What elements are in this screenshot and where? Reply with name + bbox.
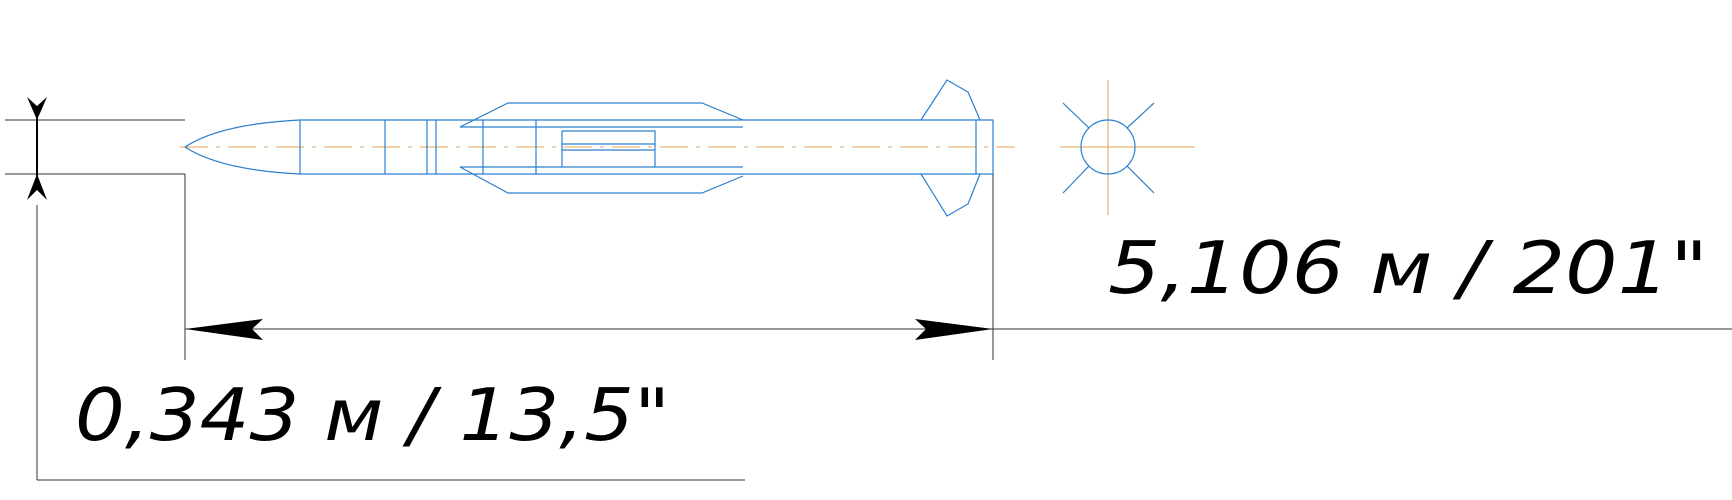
centerlines — [180, 80, 1195, 215]
diameter-label: 0,343 м / 13,5" — [75, 373, 670, 457]
lower-tail-fin — [920, 173, 981, 217]
length-arrow-right — [915, 319, 993, 340]
length-arrow-left — [185, 319, 263, 340]
missile-side-view — [184, 79, 994, 217]
front-view-fin-4 — [1126, 165, 1155, 194]
upper-wing — [459, 102, 744, 128]
diameter-dimension — [5, 119, 745, 481]
front-view-fin-3 — [1062, 165, 1090, 194]
lower-wing — [459, 166, 744, 194]
nose-cone — [184, 119, 301, 175]
inner-strip — [561, 130, 656, 167]
front-view-fin-2 — [1126, 102, 1155, 129]
missile-front-view — [1062, 102, 1155, 194]
upper-tail-fin — [920, 79, 981, 121]
length-label: 5,106 м / 201" — [1108, 226, 1708, 310]
front-view-fin-1 — [1062, 102, 1090, 129]
front-view-body-circle — [1080, 119, 1136, 175]
